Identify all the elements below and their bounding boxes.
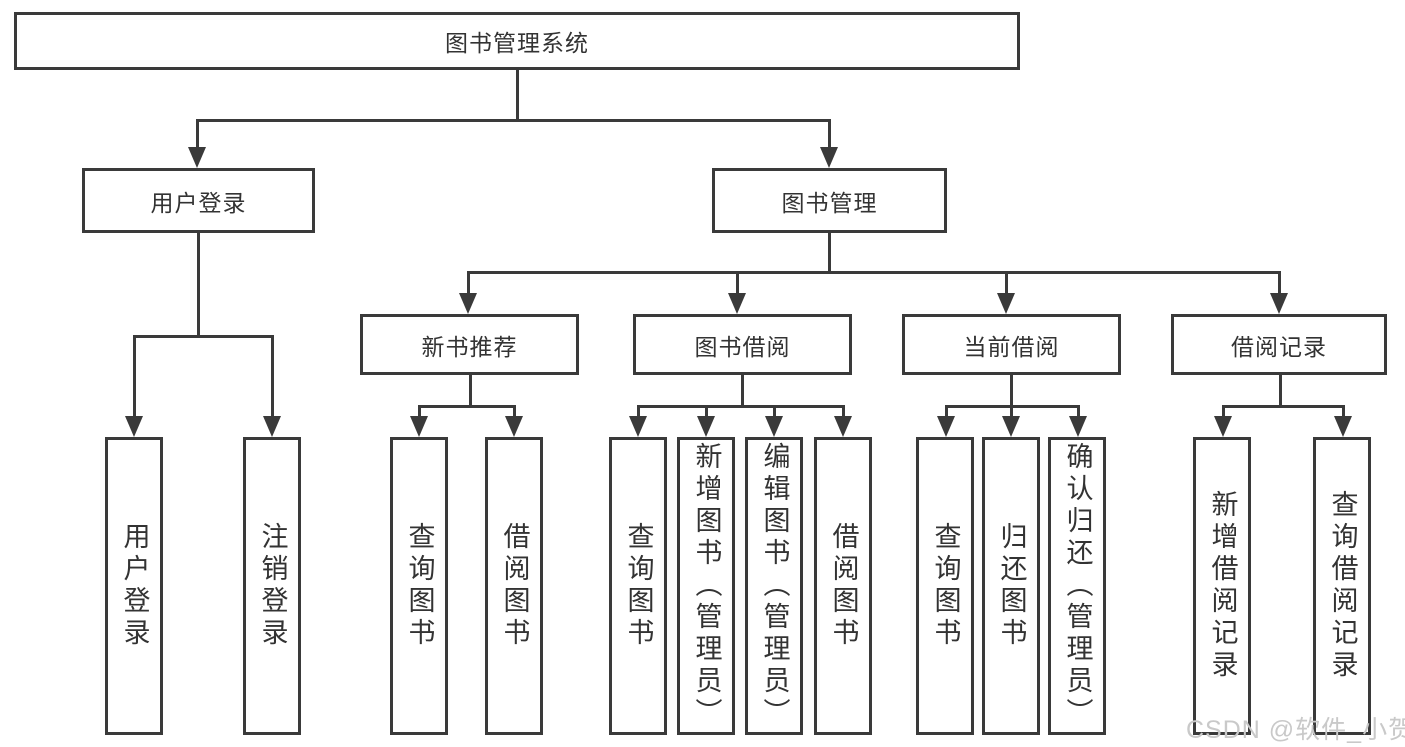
arrow-down-icon xyxy=(505,416,523,437)
leaf-recommend-query-books-label: 查询图书 xyxy=(404,522,435,650)
leaf-current-confirm-return-admin-label: 确认归还（管理员） xyxy=(1062,442,1093,730)
leaf-user-login: 用户登录 xyxy=(105,437,163,735)
node-current-borrowing-label: 当前借阅 xyxy=(963,333,1060,360)
leaf-borrow-borrow-books-label: 借阅图书 xyxy=(828,522,859,650)
connector-line xyxy=(637,405,640,419)
leaf-records-query-record-label: 查询借阅记录 xyxy=(1327,490,1358,682)
leaf-records-add-record: 新增借阅记录 xyxy=(1193,437,1251,735)
connector-line xyxy=(197,233,200,335)
leaf-records-query-record: 查询借阅记录 xyxy=(1313,437,1371,735)
connector-line xyxy=(513,405,516,419)
connector-line xyxy=(1222,405,1225,419)
connector-line xyxy=(1222,405,1345,408)
arrow-down-icon xyxy=(1334,416,1352,437)
connector-line xyxy=(705,405,708,419)
connector-line xyxy=(1279,375,1282,405)
arrow-down-icon xyxy=(1270,293,1288,314)
connector-line xyxy=(741,375,744,405)
arrow-down-icon xyxy=(834,416,852,437)
leaf-current-query-books: 查询图书 xyxy=(916,437,974,735)
node-borrowing-records: 借阅记录 xyxy=(1171,314,1387,375)
leaf-borrow-add-books-admin-label: 新增图书（管理员） xyxy=(691,442,722,730)
arrow-down-icon xyxy=(697,416,715,437)
node-current-borrowing: 当前借阅 xyxy=(902,314,1121,375)
connector-line xyxy=(133,335,136,419)
node-book-management: 图书管理 xyxy=(712,168,947,233)
arrow-down-icon xyxy=(459,293,477,314)
arrow-down-icon xyxy=(410,416,428,437)
leaf-borrow-add-books-admin: 新增图书（管理员） xyxy=(677,437,735,735)
connector-line xyxy=(467,271,470,296)
leaf-user-login-label: 用户登录 xyxy=(119,522,150,650)
arrow-down-icon xyxy=(1002,416,1020,437)
arrow-down-icon xyxy=(125,416,143,437)
leaf-borrow-query-books-label: 查询图书 xyxy=(623,522,654,650)
connector-line xyxy=(1010,405,1013,419)
connector-line xyxy=(1005,271,1008,296)
leaf-borrow-query-books: 查询图书 xyxy=(609,437,667,735)
node-new-book-recommend: 新书推荐 xyxy=(360,314,579,375)
node-book-borrowing-label: 图书借阅 xyxy=(694,333,791,360)
arrow-down-icon xyxy=(1069,416,1087,437)
csdn-watermark: CSDN @软件_小贺同学 xyxy=(1186,716,1405,744)
connector-line xyxy=(467,271,1281,274)
leaf-recommend-borrow-books-label: 借阅图书 xyxy=(499,522,530,650)
leaf-current-return-books-label: 归还图书 xyxy=(996,522,1027,650)
node-new-book-recommend-label: 新书推荐 xyxy=(421,333,518,360)
connector-line xyxy=(828,233,831,271)
arrow-down-icon xyxy=(263,416,281,437)
leaf-logout-login-label: 注销登录 xyxy=(257,522,288,650)
connector-line xyxy=(637,405,845,408)
arrow-down-icon xyxy=(997,293,1015,314)
connector-line xyxy=(1010,375,1013,405)
leaf-records-add-record-label: 新增借阅记录 xyxy=(1207,490,1238,682)
connector-line xyxy=(773,405,776,419)
arrow-down-icon xyxy=(937,416,955,437)
arrow-down-icon xyxy=(1214,416,1232,437)
leaf-borrow-edit-books-admin: 编辑图书（管理员） xyxy=(745,437,803,735)
root-node: 图书管理系统 xyxy=(14,12,1020,70)
leaf-recommend-query-books: 查询图书 xyxy=(390,437,448,735)
node-book-management-label: 图书管理 xyxy=(781,189,878,216)
node-user-login: 用户登录 xyxy=(82,168,315,233)
leaf-current-return-books: 归还图书 xyxy=(982,437,1040,735)
arrow-down-icon xyxy=(629,416,647,437)
arrow-down-icon xyxy=(765,416,783,437)
node-borrowing-records-label: 借阅记录 xyxy=(1231,333,1327,360)
connector-line xyxy=(736,271,739,296)
connector-line xyxy=(828,119,831,150)
connector-line xyxy=(196,119,831,122)
connector-line xyxy=(133,335,274,338)
leaf-current-confirm-return-admin: 确认归还（管理员） xyxy=(1048,437,1106,735)
connector-line xyxy=(196,119,199,150)
connector-line xyxy=(418,405,516,408)
connector-line xyxy=(1077,405,1080,419)
leaf-borrow-edit-books-admin-label: 编辑图书（管理员） xyxy=(759,442,790,730)
leaf-recommend-borrow-books: 借阅图书 xyxy=(485,437,543,735)
root-node-label: 图书管理系统 xyxy=(445,30,589,56)
arrow-down-icon xyxy=(188,147,206,168)
arrow-down-icon xyxy=(820,147,838,168)
connector-line xyxy=(1278,271,1281,296)
connector-line xyxy=(516,70,519,119)
connector-line xyxy=(418,405,421,419)
connector-line xyxy=(469,375,472,405)
leaf-logout-login: 注销登录 xyxy=(243,437,301,735)
connector-line xyxy=(842,405,845,419)
leaf-borrow-borrow-books: 借阅图书 xyxy=(814,437,872,735)
arrow-down-icon xyxy=(728,293,746,314)
connector-line xyxy=(271,335,274,419)
connector-line xyxy=(945,405,948,419)
node-user-login-label: 用户登录 xyxy=(150,189,247,216)
node-book-borrowing: 图书借阅 xyxy=(633,314,852,375)
leaf-current-query-books-label: 查询图书 xyxy=(930,522,961,650)
connector-line xyxy=(1342,405,1345,419)
